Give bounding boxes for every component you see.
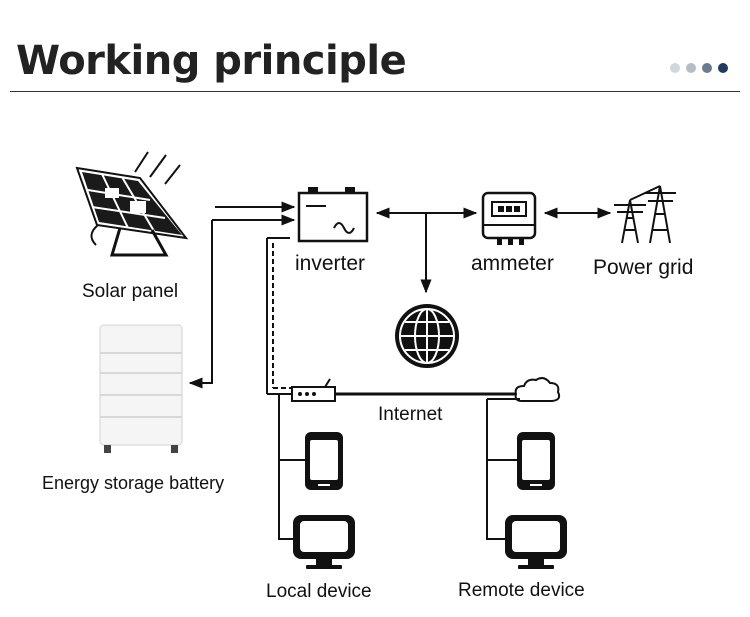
pager-dot-2[interactable]: [686, 63, 696, 73]
power-grid-label: Power grid: [593, 256, 694, 279]
ammeter-label: ammeter: [471, 252, 554, 275]
battery-cabinet-icon: [99, 324, 183, 453]
monitor-icon: [505, 515, 567, 569]
pager-dot-1[interactable]: [670, 63, 680, 73]
cloud-icon: [514, 377, 561, 402]
internet-label: Internet: [378, 404, 443, 425]
pager-dot-3[interactable]: [702, 63, 712, 73]
local-device-label: Local device: [266, 581, 372, 602]
connectors: [188, 201, 612, 540]
solar-panel-label: Solar panel: [82, 281, 179, 302]
remote-device-label: Remote device: [458, 580, 585, 601]
battery-inverter-icon: [297, 187, 369, 243]
globe-icon: [395, 304, 459, 368]
battery-label: Energy storage battery: [42, 473, 225, 493]
meter-icon: [481, 191, 537, 245]
monitor-icon: [293, 515, 355, 569]
inverter-label: inverter: [295, 252, 366, 275]
pager-dots: [670, 63, 728, 73]
solar-panel-icon: [75, 151, 189, 257]
phone-icon: [305, 432, 343, 490]
title-divider: [10, 91, 740, 92]
page-title: Working principle: [16, 38, 407, 84]
pager-dot-4[interactable]: [718, 63, 728, 73]
power-tower-icon: [614, 185, 676, 244]
phone-icon: [517, 432, 555, 490]
router-icon: [291, 378, 336, 402]
